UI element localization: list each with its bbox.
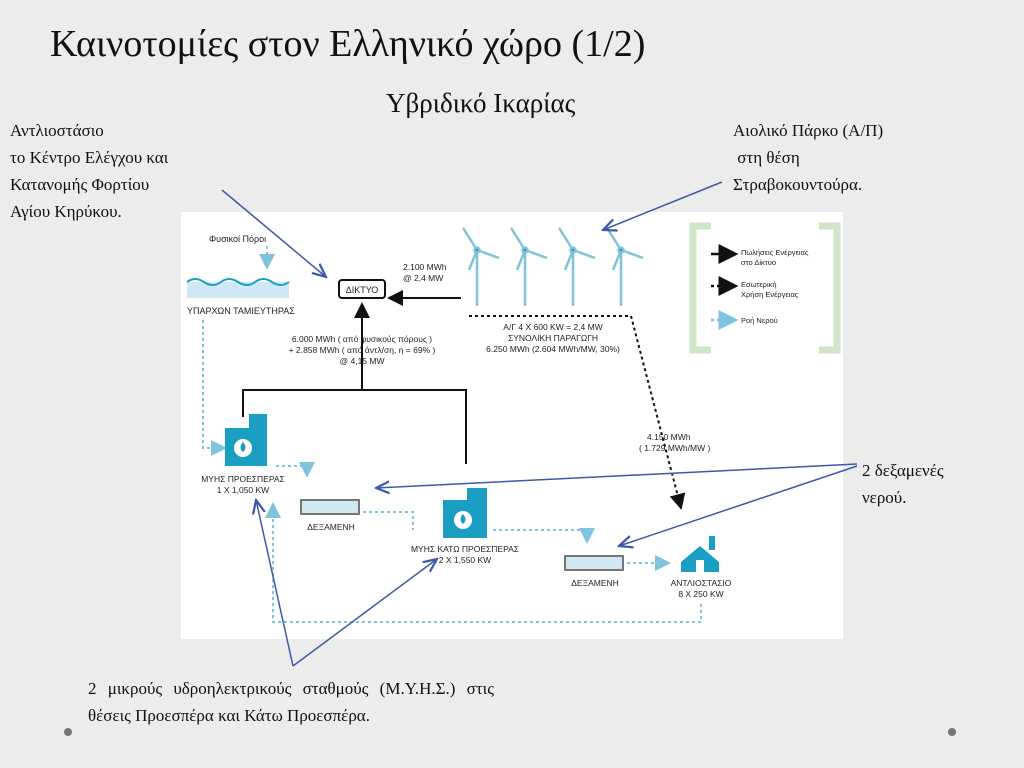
arrow-to-upper-hydro — [256, 500, 294, 667]
hydro-lower-name: ΜΥΗΣ ΚΑΤΩ ΠΡΟΕΣΠΕΡΑΣ — [411, 544, 519, 554]
callout-line: Κατανομής Φορτίου — [10, 175, 150, 194]
arrow-to-wind-park — [603, 181, 723, 230]
callout-tanks: 2 δεξαμενές νερού. — [862, 457, 944, 511]
hydro-plant-upper-icon — [225, 414, 267, 466]
legend-internal-line2: Χρήση Ενέργειας — [741, 290, 799, 299]
tank-upper-icon — [300, 499, 360, 515]
hydro-upper-capacity: 1 X 1,050 KW — [217, 485, 269, 495]
callout-line: το Κέντρο Ελέγχου και — [10, 148, 169, 167]
callout-line: Στραβοκουντούρα. — [733, 175, 863, 194]
hydro-upper-name: ΜΥΗΣ ΠΡΟΕΣΠΕΡΑΣ — [201, 474, 285, 484]
wind-to-pump-energy: 4.150 MWh — [647, 432, 691, 442]
callout-wind-park: Αιολικό Πάρκο (Α/Π) στη θέση Στραβοκουντ… — [733, 117, 883, 198]
wind-park-capacity: Α/Γ 4 Χ 600 KW = 2,4 MW — [503, 322, 602, 332]
slide-corner-dot-left — [64, 728, 72, 736]
legend: Πωλήσεις Ενέργειας στο Δίκτυο Εσωτερική … — [689, 222, 841, 356]
grid-box: ΔΙΚΤΥΟ — [338, 279, 386, 299]
pump-station-name: ΑΝΤΛΙΟΣΤΑΣΙΟ — [671, 578, 732, 588]
hydro-to-grid-pumped: + 2.858 MWh ( από άντλ/ση, η = 69% ) — [289, 345, 436, 355]
legend-sales-line2: στο Δίκτυο — [741, 258, 776, 267]
hydro-to-grid-natural: 6.000 MWh ( από φυσικούς πόρους ) — [292, 334, 432, 344]
tank-lower-label: ΔΕΞΑΜΕΝΗ — [571, 578, 619, 588]
wind-park-production: 6.250 MWh (2.604 MWh/MW, 30%) — [486, 344, 620, 354]
arrow-to-lower-hydro — [292, 559, 437, 667]
hydro-lower-capacity: 2 X 1,550 KW — [439, 555, 491, 565]
reservoir-icon — [186, 278, 290, 298]
pump-station-capacity: 8 Χ 250 KW — [678, 589, 723, 599]
arrow-to-upper-tank — [376, 463, 858, 488]
hybrid-system-diagram: Φυσικοί Πόροι ΥΠΑΡΧΩΝ ΤΑΜΙΕΥΤΗΡΑΣ ΔΙΚΤΥΟ… — [186, 222, 841, 623]
callout-pump-station: Αντλιοστάσιο το Κέντρο Ελέγχου και Καταν… — [10, 117, 168, 225]
callout-line: 2 δεξαμενές — [862, 461, 944, 480]
callout-line: Αιολικό Πάρκο (Α/Π) — [733, 121, 884, 140]
wind-turbines-icon — [461, 227, 644, 306]
wind-park-total-label: ΣΥΝΟΛΙΚΗ ΠΑΡΑΓΩΓΗ — [508, 333, 598, 343]
reservoir-label: ΥΠΑΡΧΩΝ ΤΑΜΙΕΥΤΗΡΑΣ — [187, 306, 295, 316]
wind-to-pump-specific: ( 1.729 MWh/MW ) — [639, 443, 710, 453]
callout-line: στη θέση — [733, 148, 800, 167]
legend-internal-line1: Εσωτερική — [741, 280, 777, 289]
hydro-plant-lower-icon — [443, 488, 487, 538]
callout-hydro-stations: 2 μικρούς υδροηλεκτρικούς σταθμούς (Μ.Υ.… — [88, 679, 494, 725]
slide-corner-dot-right — [948, 728, 956, 736]
grid-label: ΔΙΚΤΥΟ — [346, 285, 379, 295]
hydro-to-grid-power: @ 4,15 MW — [340, 356, 385, 366]
wind-to-grid-energy: 2.100 MWh — [403, 262, 447, 272]
arrow-to-grid — [221, 189, 326, 277]
diagram-panel: Φυσικοί Πόροι ΥΠΑΡΧΩΝ ΤΑΜΙΕΥΤΗΡΑΣ ΔΙΚΤΥΟ… — [181, 212, 843, 639]
slide-subtitle: Υβριδικό Ικαρίας — [386, 88, 576, 118]
arrow-to-lower-tank — [619, 465, 858, 546]
pump-station-icon — [681, 536, 719, 572]
wind-to-grid-power: @ 2,4 MW — [403, 273, 443, 283]
slide-title: Καινοτομίες στον Ελληνικό χώρο (1/2) — [50, 23, 646, 65]
legend-sales-line1: Πωλήσεις Ενέργειας — [741, 248, 809, 257]
callout-line: νερού. — [862, 488, 907, 507]
natural-resources-label: Φυσικοί Πόροι — [209, 234, 266, 244]
legend-water: Ροή Νερού — [741, 316, 778, 325]
tank-lower-icon — [564, 555, 624, 571]
callout-line: Αντλιοστάσιο — [10, 121, 104, 140]
tank-upper-label: ΔΕΞΑΜΕΝΗ — [307, 522, 355, 532]
callout-line: Αγίου Κηρύκου. — [10, 202, 122, 221]
